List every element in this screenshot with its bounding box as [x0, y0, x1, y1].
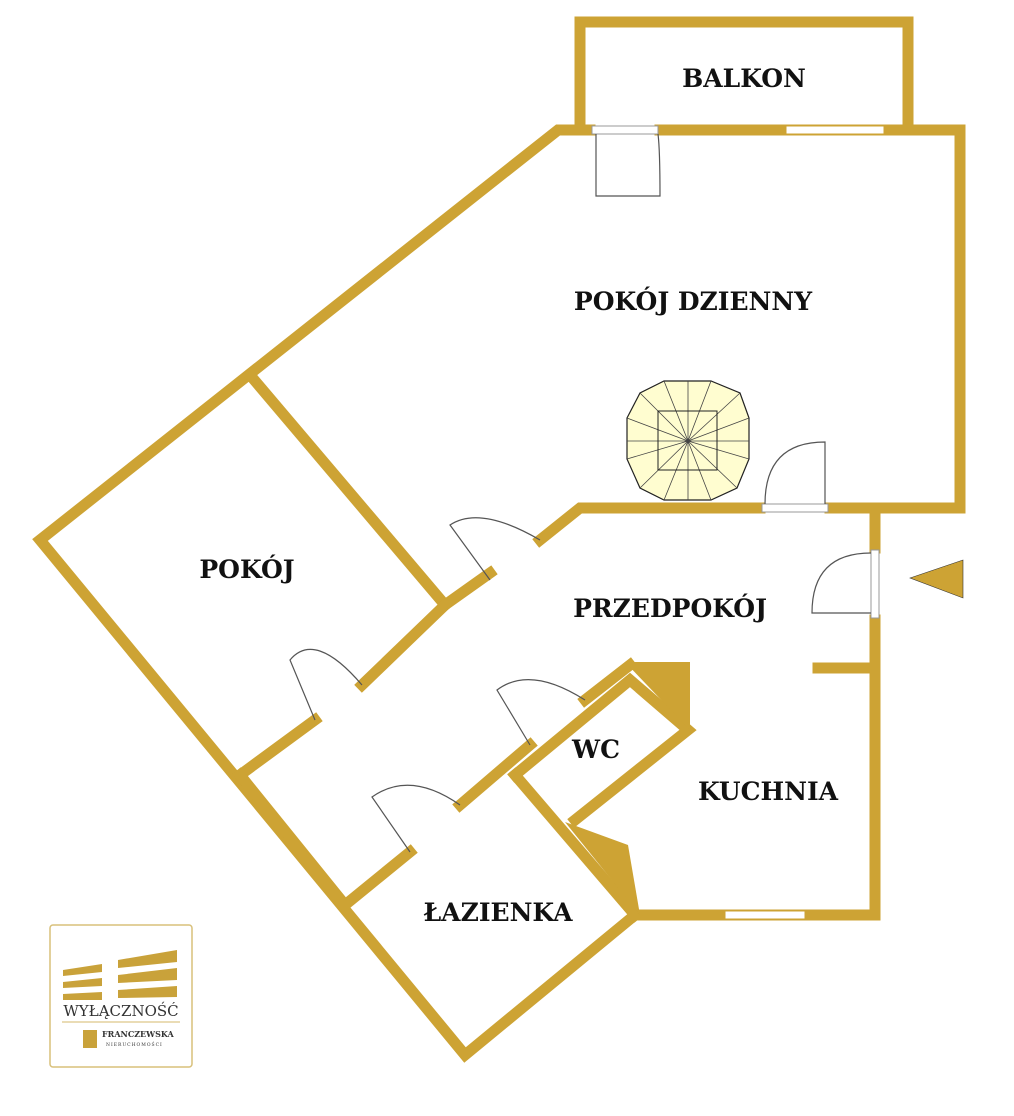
wall-bath-wc	[507, 767, 643, 923]
room-label-hallway: PRZEDPOKÓJ	[573, 594, 767, 623]
door-entrance[interactable]	[811, 549, 880, 619]
room-label-kitchen: KUCHNIA	[698, 777, 839, 806]
agency-logo: WYŁĄCZNOŚĆ FRANCZEWSKA NIERUCHOMOŚCI	[49, 924, 193, 1068]
spiral-stairs	[626, 380, 750, 501]
wc-shaft	[625, 662, 690, 730]
wall-corridor	[437, 502, 766, 613]
outer-wall-top	[32, 124, 881, 1063]
window-living	[307, 264, 388, 326]
door-wc[interactable]	[496, 679, 586, 746]
window-balcony	[785, 125, 885, 135]
svg-text:NIERUCHOMOŚCI: NIERUCHOMOŚCI	[106, 1040, 163, 1048]
door-room-hall[interactable]	[289, 649, 363, 721]
entrance-arrow-icon	[909, 559, 964, 599]
svg-text:FRANCZEWSKA: FRANCZEWSKA	[102, 1029, 175, 1039]
room-label-balkon: BALKON	[682, 64, 806, 93]
balcony-wall	[574, 16, 914, 134]
window-room	[106, 424, 188, 489]
wall-room-living	[242, 367, 453, 613]
wall-hall-bath	[232, 657, 638, 913]
wall-room-bottom	[232, 597, 453, 783]
room-label-room: POKÓJ	[199, 555, 294, 584]
door-bathroom[interactable]	[371, 784, 461, 853]
door-balcony[interactable]	[591, 125, 661, 197]
room-label-living: POKÓJ DZIENNY	[574, 287, 813, 316]
bath-shaft	[565, 822, 640, 915]
wall-wc	[507, 672, 697, 828]
room-label-bathroom: ŁAZIENKA	[423, 898, 573, 927]
door-room-living[interactable]	[449, 517, 541, 581]
window-kitchen	[724, 910, 806, 920]
door-living[interactable]	[761, 441, 829, 513]
svg-text:WYŁĄCZNOŚĆ: WYŁĄCZNOŚĆ	[63, 1002, 178, 1020]
room-label-wc: WC	[571, 735, 620, 764]
